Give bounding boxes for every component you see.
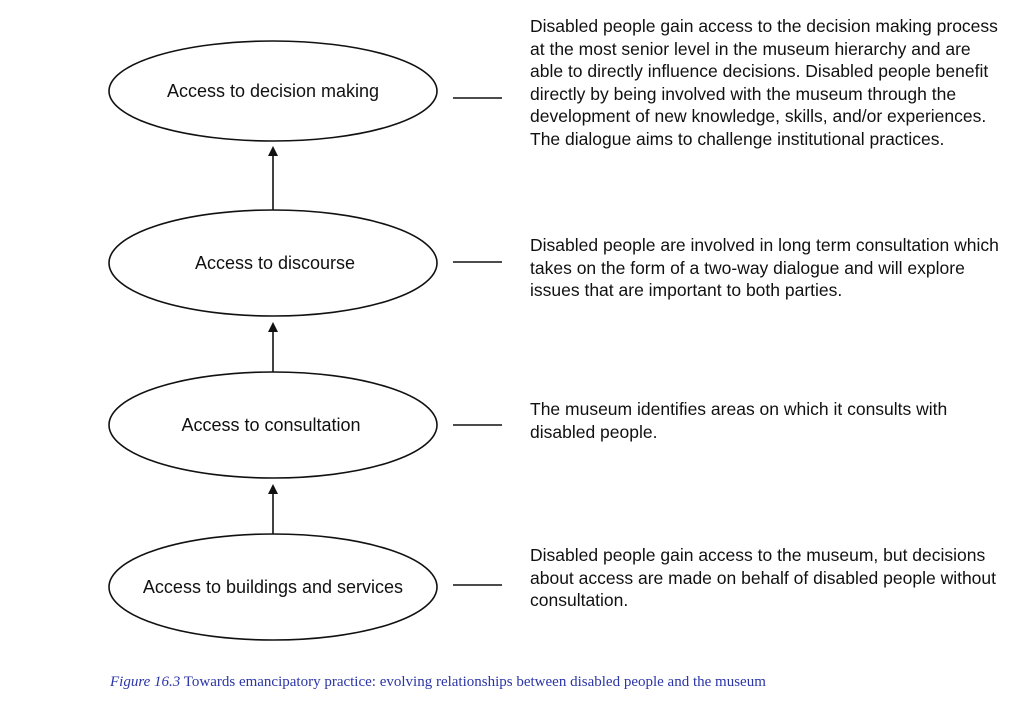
node-label-buildings-services: Access to buildings and services bbox=[143, 577, 403, 597]
figure-number: Figure 16.3 bbox=[110, 674, 181, 690]
node-label-discourse: Access to discourse bbox=[195, 253, 355, 273]
node-label-decision-making: Access to decision making bbox=[167, 81, 379, 101]
node-buildings-services bbox=[108, 533, 438, 641]
description-decision-making: Disabled people gain access to the decis… bbox=[530, 16, 998, 149]
description-discourse: Disabled people are involved in long ter… bbox=[530, 235, 999, 300]
node-consultation bbox=[108, 371, 438, 479]
figure-caption-text: Towards emancipatory practice: evolving … bbox=[180, 674, 766, 690]
node-label-consultation: Access to consultation bbox=[181, 415, 360, 435]
description-buildings-services: Disabled people gain access to the museu… bbox=[530, 545, 997, 610]
node-decision-making bbox=[108, 40, 438, 142]
figure-caption: Figure 16.3 Towards emancipatory practic… bbox=[110, 674, 1010, 691]
description-consultation: The museum identifies areas on which it … bbox=[530, 399, 948, 442]
node-discourse bbox=[108, 209, 438, 317]
